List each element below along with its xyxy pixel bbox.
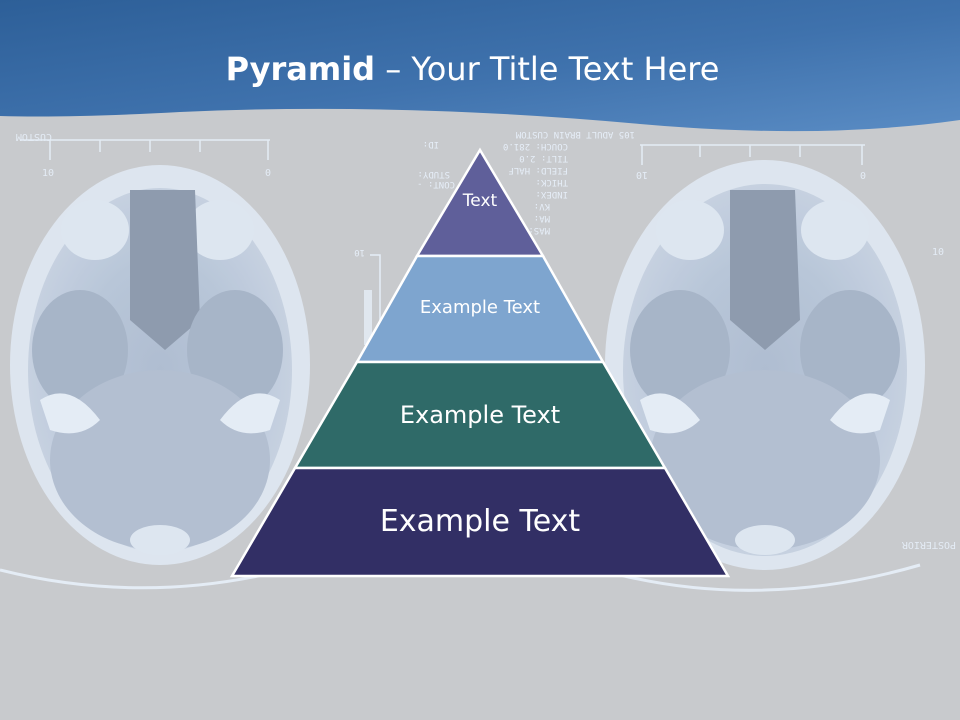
readout-id: ID: [423, 139, 439, 149]
left-scale-a: 10 [42, 168, 54, 179]
right-bottom-label: POSTERIOR [901, 539, 956, 550]
right-scale-a: 10 [636, 169, 648, 180]
scanner-readout: 105 ADULT BRAIN CUSTOM ID: STUDY: CONT: … [354, 129, 635, 350]
readout-cont: CONT: - [417, 179, 455, 189]
readout-study: STUDY: [417, 169, 450, 179]
pyramid-tier-2-label: Example Text [419, 297, 541, 318]
right-scale-b: 0 [860, 169, 866, 180]
readout-param-7: MAS: [528, 225, 550, 235]
readout-marker: 10 [354, 247, 365, 257]
readout-param-4: INDEX: [535, 189, 568, 199]
readout-param-6: MA: [534, 213, 550, 223]
pyramid-tier-4[interactable] [229, 466, 731, 578]
readout-param-5: KV: [534, 201, 550, 211]
readout-param-3: THICK: [535, 177, 568, 187]
readout-param-0: COUCH: 281.0 [503, 141, 568, 151]
readout-param-1: TILT: 2.0 [519, 153, 568, 163]
pyramid-tier-1-label: Text [462, 191, 498, 211]
right-brain-scan: 10 0 10 POSTERIOR [605, 144, 956, 592]
pyramid-tier-4-label: Example Text [379, 504, 581, 539]
left-scan-label: CUSTOM [16, 131, 52, 142]
title-bold: Pyramid [225, 50, 376, 88]
readout-header: 105 ADULT BRAIN CUSTOM [515, 129, 635, 139]
left-scale-b: 0 [265, 168, 271, 179]
readout-param-2: FIELD: HALF [508, 165, 568, 175]
page-title: Pyramid – Your Title Text Here [0, 50, 945, 88]
pyramid-tier-3-label: Example Text [399, 401, 561, 429]
right-side-marker: 10 [932, 247, 944, 258]
left-brain-scan: CUSTOM 10 0 [0, 131, 321, 590]
header-band [0, 0, 960, 132]
title-rest: – Your Title Text Here [375, 50, 720, 88]
